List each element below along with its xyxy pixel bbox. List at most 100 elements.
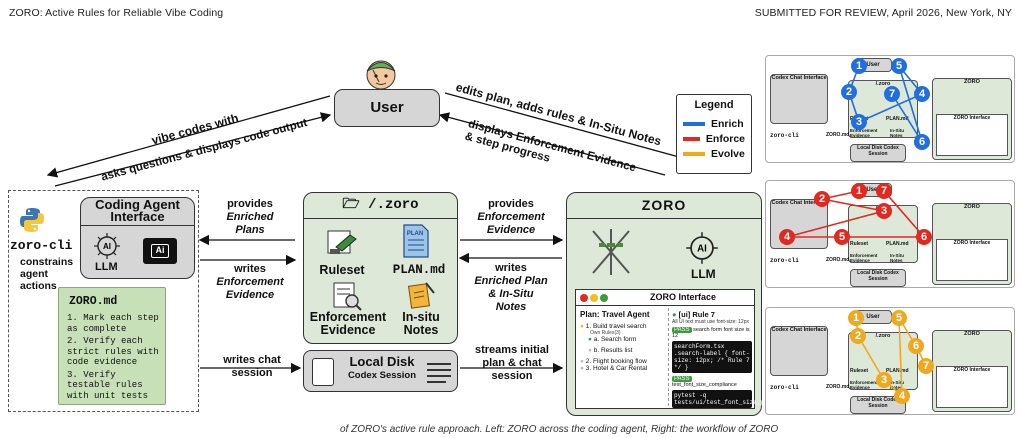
thumb-interface: ZORO Interface	[936, 114, 1008, 156]
thumb-notes-label: In-Situ Notes	[890, 253, 904, 263]
ruleset-label: Ruleset	[319, 263, 365, 277]
plan-step-1a[interactable]: ● a. Search form	[588, 336, 637, 343]
thumb-flow-lines	[848, 65, 923, 143]
window-min-dot[interactable]	[590, 294, 598, 302]
thumb-plan-label: PLAN.md	[886, 368, 909, 374]
thumb-cli-label: zoro-cli	[770, 132, 799, 139]
interface-titlebar: ZORO Interface	[576, 290, 754, 306]
thumbnail-enforce: Codex Chat Interfacezoro-cliUser/.zoroRu…	[765, 180, 1015, 288]
zoro-box: ZORO AI LLM ZORO Interface Plan: Travel …	[566, 192, 768, 416]
thumb-ruleset-label: Ruleset	[850, 241, 869, 247]
plan-step-3[interactable]: ● 3. Hotel & Car Rental	[580, 365, 648, 372]
edge-streams: streams initial plan & chat session	[475, 344, 549, 382]
step-badge: 5	[891, 58, 907, 74]
zoro-md-item-1: 1. Mark each step as complete	[67, 313, 159, 334]
thumb-plan-label: PLAN.md	[886, 116, 909, 122]
window-max-dot[interactable]	[600, 294, 608, 302]
zoro-title: ZORO	[567, 193, 761, 219]
user-avatar	[362, 56, 400, 90]
agent-llm-label: LLM	[95, 261, 118, 273]
rule-panel: ● [ui] Rule 7 All UI text must use font-…	[672, 310, 768, 408]
zoro-md-item-3: 3. Verify testable rules with unit tests	[67, 369, 149, 401]
user-node: User	[334, 89, 440, 127]
insitu-label: In-situ Notes	[402, 310, 440, 337]
swords-icon	[589, 227, 633, 282]
coding-agent-interface: Coding Agent Interface AI LLM Ai	[80, 197, 195, 279]
agent-title: Coding Agent Interface	[81, 198, 194, 226]
plan-step-1[interactable]: ● 1. Build travel search	[580, 323, 647, 330]
step-badge: 6	[914, 134, 930, 150]
thumb-enf-label: Enforcement Evidence	[850, 128, 878, 138]
thumb-interface: ZORO Interface	[936, 239, 1008, 281]
thumb-interface: ZORO Interface	[936, 366, 1008, 408]
user-label: User	[370, 99, 404, 116]
thumb-cli-label: zoro-cli	[770, 257, 799, 264]
thumb-flow-line	[898, 65, 923, 143]
step-badge: 3	[876, 372, 892, 388]
plan-title: Plan: Travel Agent	[580, 310, 650, 319]
step-badge: 7	[884, 86, 900, 102]
legend-label: Enrich	[711, 118, 744, 130]
svg-text:PLAN: PLAN	[407, 231, 423, 237]
edge-writes-chat: writes chat session	[223, 354, 281, 379]
disk-subtitle: Codex Session	[347, 370, 417, 381]
ai-app-icon: Ai	[143, 238, 177, 264]
local-disk-box: Local Disk Codex Session	[303, 350, 458, 392]
svg-text:AI: AI	[103, 242, 111, 251]
thumb-notes-label: In-Situ Notes	[890, 380, 904, 390]
zoro-llm-label: LLM	[691, 267, 716, 281]
window-close-dot[interactable]	[580, 294, 588, 302]
ai-chip-icon: AI	[93, 232, 121, 265]
thumb-zmd-label: ZORO.md	[826, 257, 850, 263]
thumb-disk-box: Local Disk Codex Session	[850, 144, 906, 162]
agent-dashed-region	[8, 190, 199, 412]
legend-item-enrich: Enrich	[683, 118, 745, 130]
plan-panel: Plan: Travel Agent ● 1. Build travel sea…	[580, 310, 666, 372]
constrains-label: constrains agent actions	[20, 256, 74, 292]
thumb-zmd-label: ZORO.md	[826, 384, 850, 390]
python-icon	[18, 206, 46, 239]
thumb-enf-label: Enforcement Evidence	[850, 253, 878, 263]
code-snippet-2: pytest -q tests/ui/test_font_size.py	[672, 390, 768, 408]
plan-step-1b[interactable]: ● b. Results list	[588, 347, 633, 354]
legend-swatch	[683, 122, 705, 126]
interface-title: ZORO Interface	[649, 292, 716, 302]
plan-own-rules: Own Rules(3)	[590, 330, 621, 336]
caption-fragment: of ZORO's active rule approach. Left: ZO…	[340, 424, 779, 435]
enforcement-icon	[332, 281, 362, 316]
chat-log-icon	[426, 361, 452, 383]
plan-md-icon: PLAN	[402, 223, 430, 264]
zoro-interface-panel: ZORO Interface Plan: Travel Agent ● 1. B…	[575, 289, 768, 409]
notes-icon	[406, 279, 436, 314]
thumb-plan-label: PLAN.md	[886, 241, 909, 247]
disk-title: Local Disk	[349, 354, 415, 369]
ruleset-icon	[326, 227, 360, 262]
legend-title: Legend	[694, 99, 734, 111]
step-badge: 4	[779, 229, 795, 245]
folder-title: 🗁 /.zoro	[304, 193, 457, 219]
thumb-disk-box: Local Disk Codex Session	[850, 396, 906, 414]
running-header-left: ZORO: Active Rules for Reliable Vibe Cod…	[9, 7, 224, 19]
step-badge: 4	[894, 388, 910, 404]
step-badge: 7	[918, 358, 934, 374]
rule-desc: All UI text must use font-size: 12px	[672, 319, 749, 325]
thumb-flow-line	[821, 198, 885, 212]
legend-swatch	[683, 152, 705, 156]
thumb-notes-label: In-Situ Notes	[890, 128, 904, 138]
cli-name: zoro-cli	[10, 238, 73, 253]
plan-step-2[interactable]: ● 2. Flight booking flow	[580, 358, 647, 365]
pass-row-1: PASS search form font size is 12	[672, 327, 750, 339]
step-badge: 3	[876, 203, 892, 219]
step-badge: 5	[891, 310, 907, 326]
zoro-md-title: ZORO.md	[69, 295, 118, 308]
thumb-codex-box: Codex Chat Interface	[770, 74, 828, 124]
step-badge: 5	[834, 229, 850, 245]
